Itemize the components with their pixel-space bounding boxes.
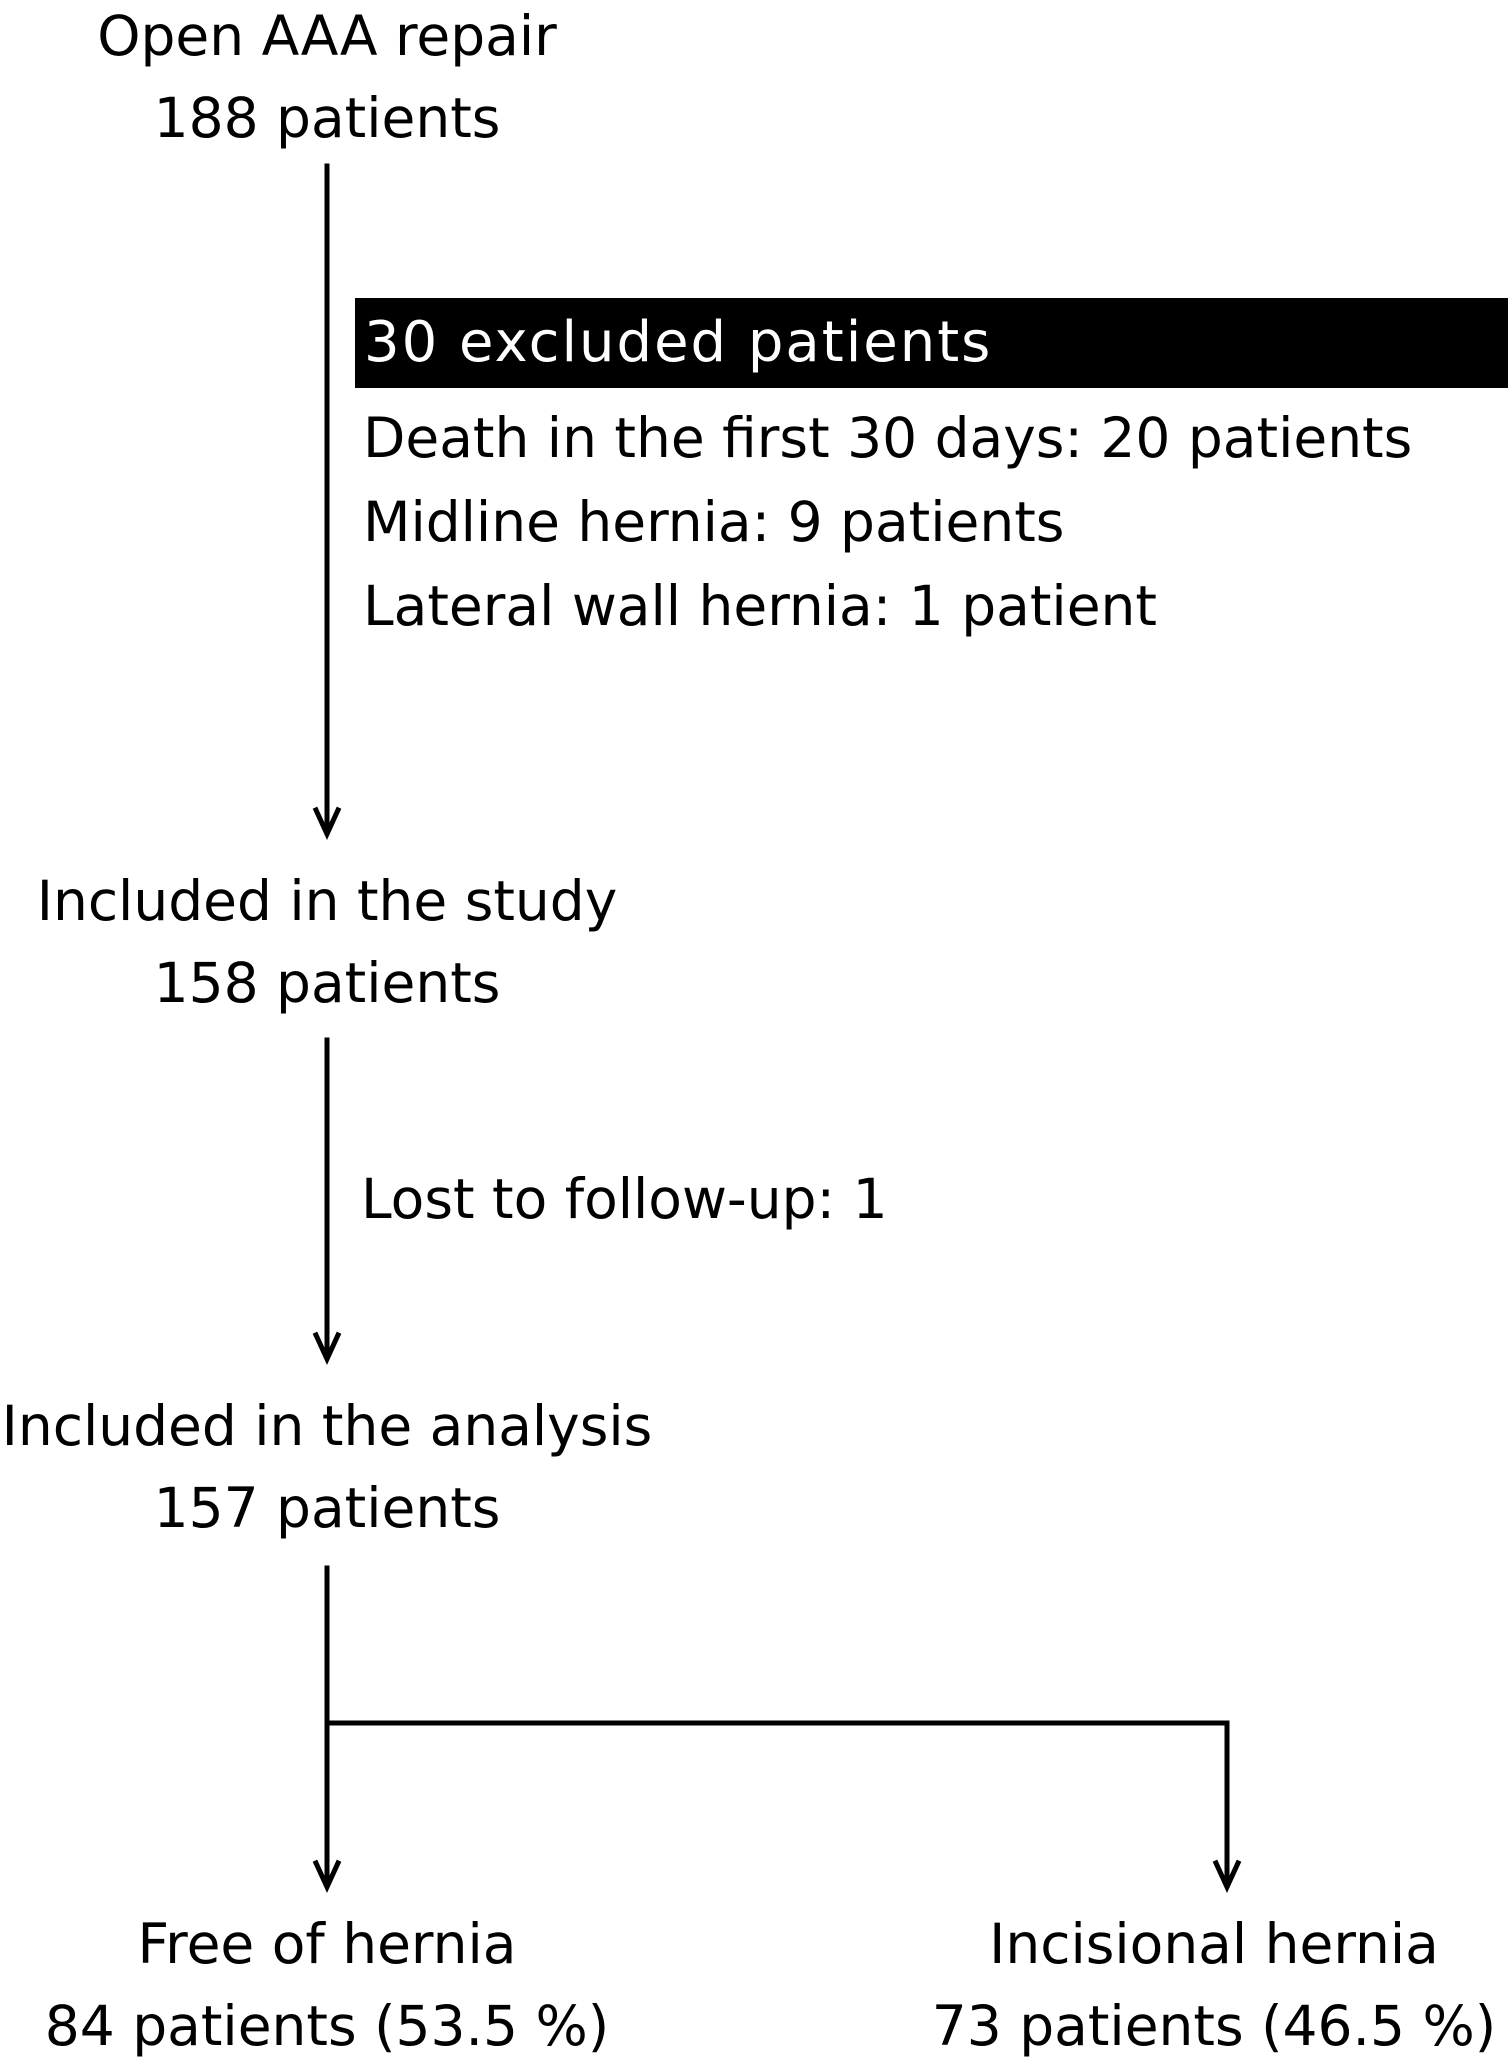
node-count: 157 patients — [153, 1476, 501, 1540]
arrowhead-incisional-hernia — [1212, 1859, 1242, 1894]
node-count: 73 patients (46.5 %) — [931, 1994, 1497, 2058]
arrowhead-analysis — [312, 1331, 342, 1366]
arrowhead-study — [312, 806, 342, 841]
node-title: Free of hernia — [137, 1912, 517, 1976]
node-count: 188 patients — [153, 86, 501, 150]
node-title: Incisional hernia — [989, 1912, 1439, 1976]
node-incisional-hernia: Incisional hernia 73 patients (46.5 %) — [920, 1903, 1508, 2067]
node-count: 158 patients — [153, 951, 501, 1015]
node-count: 84 patients (53.5 %) — [44, 1994, 610, 2058]
excluded-reasons: Death in the first 30 days: 20 patients … — [363, 396, 1412, 648]
node-title: Included in the analysis — [1, 1394, 653, 1458]
excluded-reason: Death in the first 30 days: 20 patients — [363, 406, 1413, 470]
node-title: Open AAA repair — [97, 4, 557, 68]
arrowhead-free-of-hernia — [312, 1859, 342, 1894]
excluded-reason: Midline hernia: 9 patients — [363, 490, 1065, 554]
excluded-header: 30 excluded patients — [355, 298, 1508, 388]
excluded-reason: Lateral wall hernia: 1 patient — [363, 574, 1157, 638]
node-title: Included in the study — [36, 869, 618, 933]
lost-to-follow-up-note: Lost to follow-up: 1 — [361, 1167, 888, 1231]
node-open-aaa-repair: Open AAA repair 188 patients — [27, 0, 627, 159]
node-included-in-analysis: Included in the analysis 157 patients — [0, 1385, 654, 1549]
node-free-of-hernia: Free of hernia 84 patients (53.5 %) — [20, 1903, 634, 2067]
node-included-in-study: Included in the study 158 patients — [27, 860, 627, 1024]
